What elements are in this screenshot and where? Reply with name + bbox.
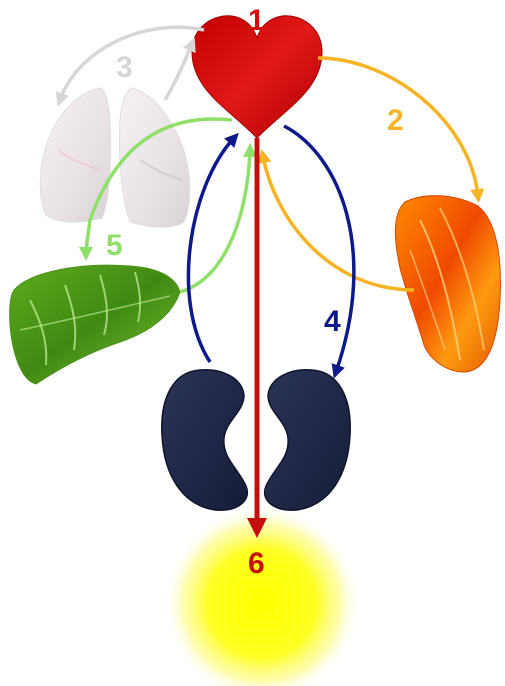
arrow-lungs-to-heart bbox=[165, 44, 192, 100]
label-lungs: 3 bbox=[116, 51, 133, 84]
arrow-heart-to-kidney bbox=[284, 126, 354, 372]
label-kidneys: 4 bbox=[324, 305, 341, 338]
label-liver: 5 bbox=[106, 229, 123, 262]
liver-icon bbox=[10, 265, 180, 384]
sun-glow bbox=[164, 505, 360, 686]
label-sun: 6 bbox=[248, 547, 265, 580]
label-heart: 1 bbox=[248, 4, 265, 37]
arrow-spleen-to-heart bbox=[263, 156, 414, 290]
arrow-liver-to-heart bbox=[180, 150, 250, 292]
label-spleen: 2 bbox=[387, 104, 404, 137]
lungs-icon bbox=[40, 88, 190, 227]
spleen-icon bbox=[395, 196, 500, 372]
